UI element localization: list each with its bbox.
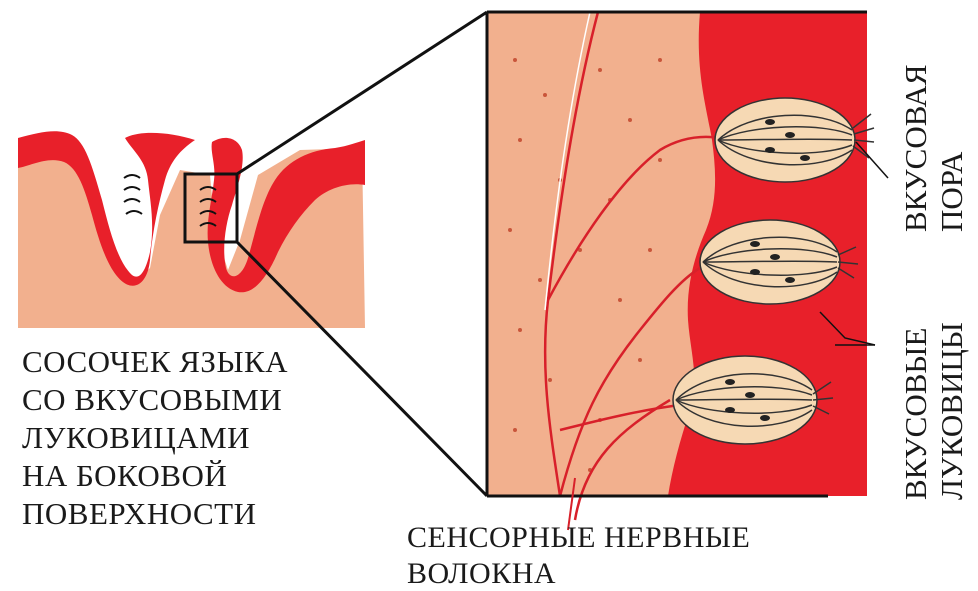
bulb-nucleus [760, 415, 770, 421]
taste-bulb-middle [700, 220, 840, 304]
papilla-caption-line: ЛУКОВИЦАМИ [22, 419, 288, 457]
speckle [508, 228, 512, 232]
taste-bulb-top [715, 98, 855, 182]
taste-pore-label-line: ПОРА [934, 64, 970, 232]
speckle [538, 278, 542, 282]
speckle [658, 58, 662, 62]
bud-mark [124, 187, 140, 190]
nerve-fibers-caption: СЕНСОРНЫЕ НЕРВНЫЕ ВОЛОКНА [407, 520, 750, 591]
taste-bulbs-label-line: ВКУСОВЫЕ [898, 322, 934, 500]
bulb-nucleus [745, 392, 755, 398]
speckle [638, 358, 642, 362]
taste-pore-label: ВКУСОВАЯ ПОРА [898, 64, 970, 232]
bud-mark [124, 175, 140, 178]
bulb-nucleus [750, 241, 760, 247]
bulb-nucleus [765, 119, 775, 125]
papilla-caption-line: НА БОКОВОЙ [22, 457, 288, 495]
speckle [513, 58, 517, 62]
taste-bulbs-label-line: ЛУКОВИЦЫ [934, 322, 970, 500]
bulb-nucleus [800, 155, 810, 161]
taste-pore-label-line: ВКУСОВАЯ [898, 64, 934, 232]
bulb-nucleus [785, 132, 795, 138]
bulb-nucleus [750, 269, 760, 275]
speckle [548, 378, 552, 382]
speckle [648, 248, 652, 252]
bud-mark [126, 211, 142, 214]
speckle [543, 93, 547, 97]
speckle [658, 158, 662, 162]
bulb-nucleus [785, 277, 795, 283]
papilla-caption-line: СОСОЧЕК ЯЗЫКА [22, 343, 288, 381]
speckle [518, 328, 522, 332]
bulb-cell [703, 261, 837, 262]
taste-bulb-bottom [673, 356, 817, 444]
speckle [513, 428, 517, 432]
speckle [628, 118, 632, 122]
papilla-cross-section [18, 131, 365, 328]
nerve-fibers-caption-line: СЕНСОРНЫЕ НЕРВНЫЕ [407, 520, 750, 556]
bulb-nucleus [725, 379, 735, 385]
nerve-fibers-caption-line: ВОЛОКНА [407, 556, 750, 591]
enlarged-view [487, 12, 888, 530]
bud-mark [124, 199, 140, 202]
speckle [518, 138, 522, 142]
papilla-caption-line: ПОВЕРХНОСТИ [22, 495, 288, 533]
speckle [618, 298, 622, 302]
papilla-caption: СОСОЧЕК ЯЗЫКА СО ВКУСОВЫМИ ЛУКОВИЦАМИ НА… [22, 343, 288, 533]
bulb-cell [676, 399, 812, 400]
papilla-caption-line: СО ВКУСОВЫМИ [22, 381, 288, 419]
taste-bulbs-label: ВКУСОВЫЕ ЛУКОВИЦЫ [898, 322, 970, 500]
speckle [598, 68, 602, 72]
bulb-nucleus [725, 407, 735, 413]
bulb-cell [718, 139, 852, 140]
bulb-nucleus [770, 254, 780, 260]
bulb-nucleus [765, 147, 775, 153]
